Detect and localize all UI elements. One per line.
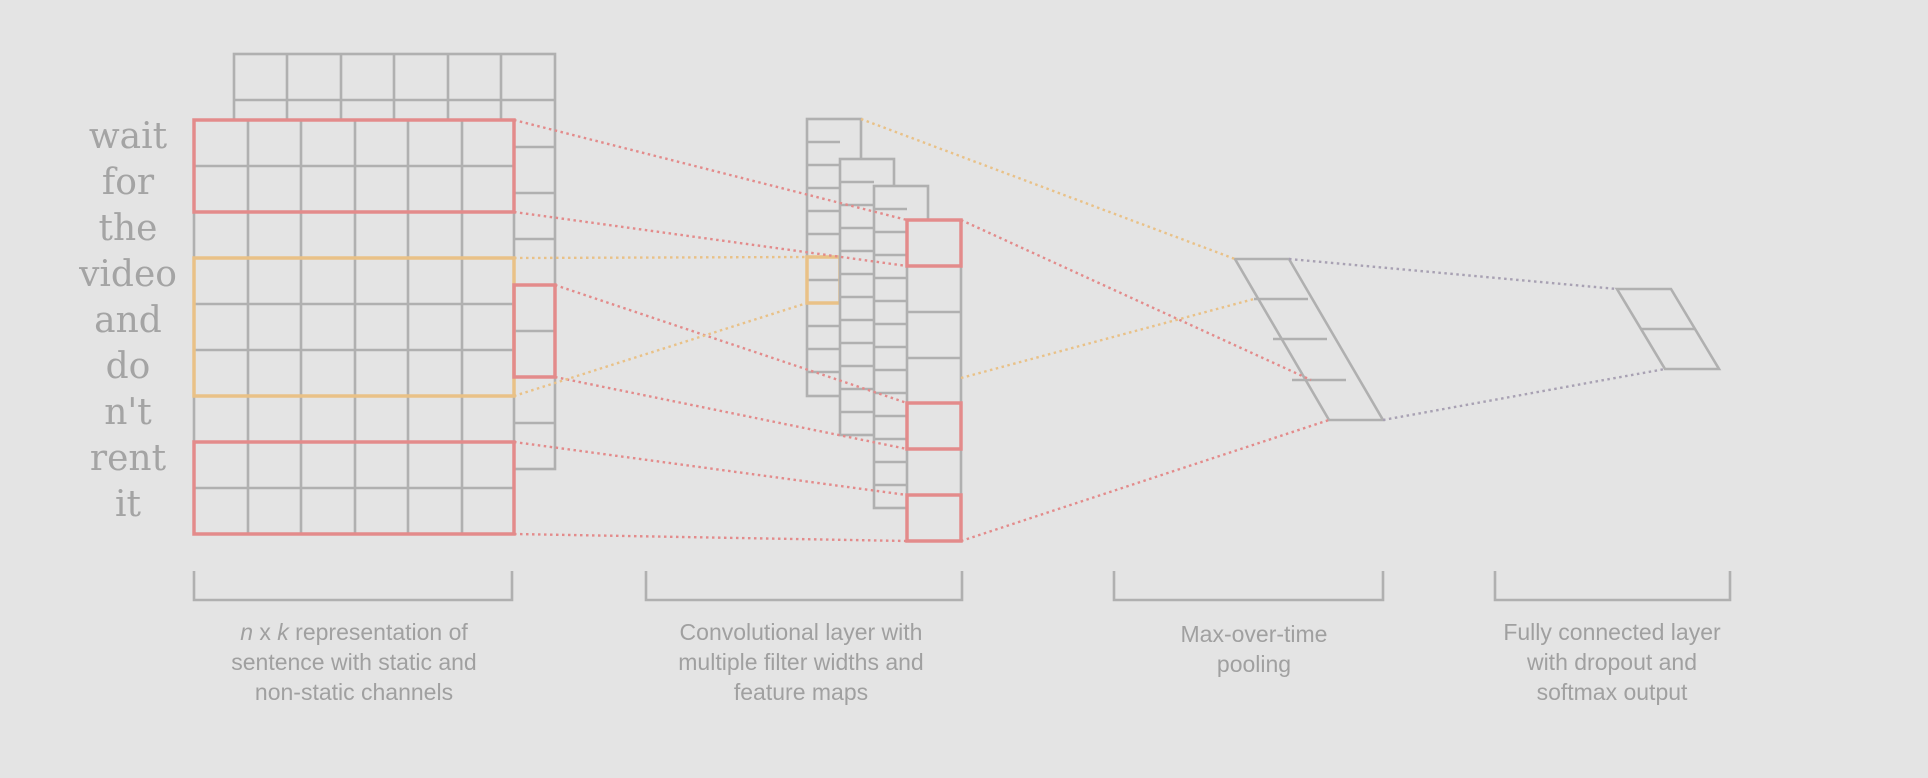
caption-text: feature maps	[733, 679, 869, 705]
word-token: the	[98, 208, 158, 249]
caption-text: multiple filter widths and	[678, 649, 924, 675]
filter-window-red-top	[192, 118, 516, 214]
caption-fully-connected: Fully connected layer with dropout and s…	[1472, 617, 1752, 707]
word-token: video	[79, 254, 177, 295]
word-token: n't	[104, 392, 152, 433]
caption-text: with dropout and	[1526, 649, 1698, 675]
caption-text: sentence with static and	[231, 649, 477, 675]
feature-map-red-cell-1	[905, 218, 963, 268]
softmax-output-vector	[1614, 287, 1722, 371]
bracket-conv	[644, 571, 964, 602]
word-token: it	[115, 484, 141, 525]
fc-connectors	[1288, 257, 1666, 422]
filter-window-red-bottom	[192, 440, 516, 536]
non-static-channel-matrix	[192, 118, 516, 536]
feature-map-4	[905, 218, 963, 543]
caption-input-representation: n x k representation of sentence with st…	[196, 617, 512, 707]
filter-window-red-static	[512, 283, 557, 379]
caption-text: Convolutional layer with	[679, 619, 923, 645]
caption-text: x	[253, 619, 278, 645]
caption-var-k: k	[277, 619, 289, 645]
word-token: wait	[88, 116, 168, 157]
caption-text: Fully connected layer	[1503, 619, 1721, 645]
word-token: and	[94, 300, 162, 341]
word-token: rent	[89, 438, 167, 479]
caption-conv-layer: Convolutional layer with multiple filter…	[646, 617, 956, 707]
bracket-pool	[1112, 571, 1385, 602]
caption-text: softmax output	[1536, 679, 1688, 705]
section-brackets	[192, 571, 1732, 602]
bracket-fc	[1493, 571, 1732, 602]
feature-map-red-cell-2	[905, 401, 963, 451]
word-token: do	[105, 346, 151, 387]
caption-text: Max-over-time	[1180, 621, 1328, 647]
caption-text: non-static channels	[254, 679, 454, 705]
caption-text: representation of	[288, 619, 468, 645]
conv-connectors	[513, 118, 908, 543]
caption-var-n: n	[240, 619, 253, 645]
max-pooling-vector	[1232, 257, 1386, 422]
bracket-input	[192, 571, 514, 602]
caption-text: pooling	[1216, 651, 1292, 677]
word-token: for	[101, 162, 155, 203]
caption-max-pooling: Max-over-time pooling	[1114, 619, 1394, 679]
pooling-connectors	[860, 117, 1330, 543]
feature-map-red-cell-3	[905, 493, 963, 543]
